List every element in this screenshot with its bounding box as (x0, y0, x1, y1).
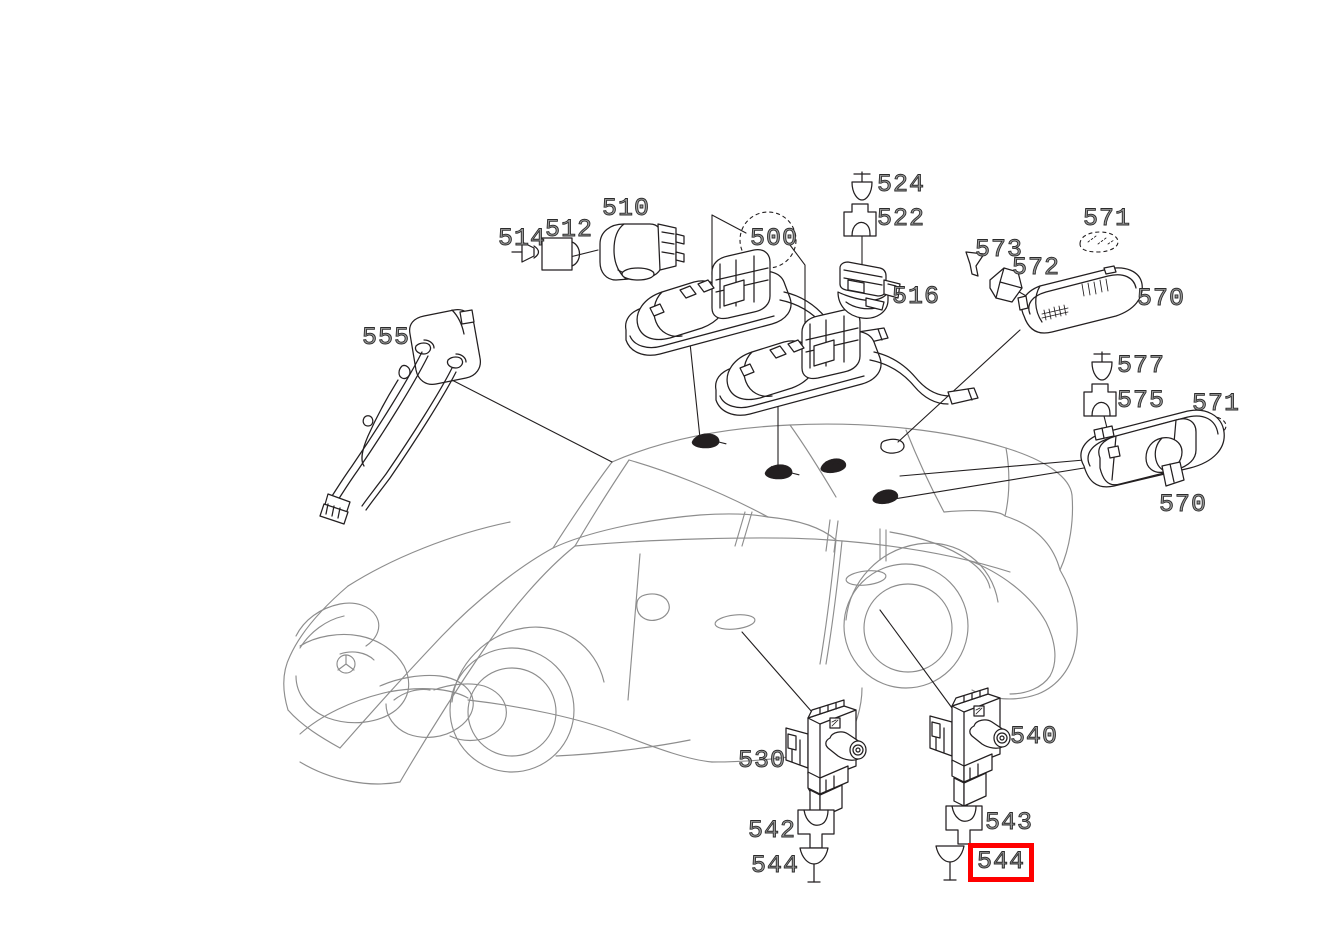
part-543-clip (945, 805, 983, 845)
part-label-572: 572 (1012, 253, 1061, 282)
part-label-516: 516 (892, 282, 941, 311)
part-570-lamp-lower (1080, 409, 1225, 488)
lamp-assembly-lower (714, 308, 979, 416)
lamp-assembly-upper (624, 248, 889, 356)
part-label-555: 555 (362, 323, 411, 352)
part-label-575: 575 (1117, 386, 1166, 415)
part-540-door-switch-right (929, 687, 1011, 807)
part-575-clip (1083, 383, 1117, 417)
part-label-522: 522 (877, 204, 926, 233)
part-573-pin (965, 251, 985, 277)
part-label-512: 512 (545, 215, 594, 244)
part-label-544-highlighted: 544 (968, 843, 1035, 882)
part-555-handle-strap (319, 308, 482, 525)
roof-mount-markers (691, 433, 899, 505)
part-572-end-cap (989, 267, 1023, 303)
part-label-571-upper: 571 (1083, 204, 1132, 233)
part-label-571-lower: 571 (1192, 389, 1241, 418)
part-label-514: 514 (498, 224, 547, 253)
part-label-543: 543 (985, 808, 1034, 837)
part-530-door-switch-left (785, 699, 867, 819)
part-544-screw-right (935, 845, 965, 881)
vehicle-outline (283, 423, 1078, 785)
part-522-clip (843, 203, 877, 237)
part-510-reading-lamp (599, 223, 685, 281)
part-label-570-upper: 570 (1137, 284, 1186, 313)
part-label-510: 510 (602, 194, 651, 223)
part-516-lamp-module (837, 261, 901, 319)
part-label-544-left: 544 (751, 851, 800, 880)
part-571-gasket-upper (1079, 231, 1119, 253)
part-label-530: 530 (738, 746, 787, 775)
part-label-540: 540 (1010, 722, 1059, 751)
part-524-screw (851, 171, 873, 201)
part-512-bulb-socket (541, 237, 581, 271)
part-570-lens-upper (1017, 265, 1143, 334)
part-label-570-lower: 570 (1159, 490, 1208, 519)
part-label-573: 573 (975, 235, 1024, 264)
part-542-clip (797, 809, 835, 849)
part-label-524: 524 (877, 170, 926, 199)
part-label-577: 577 (1117, 351, 1166, 380)
part-544-screw-left (799, 847, 829, 883)
part-577-screw (1091, 351, 1113, 381)
part-label-500: 500 (750, 224, 799, 253)
part-label-542: 542 (748, 816, 797, 845)
part-514-bulb-clip (511, 241, 540, 263)
